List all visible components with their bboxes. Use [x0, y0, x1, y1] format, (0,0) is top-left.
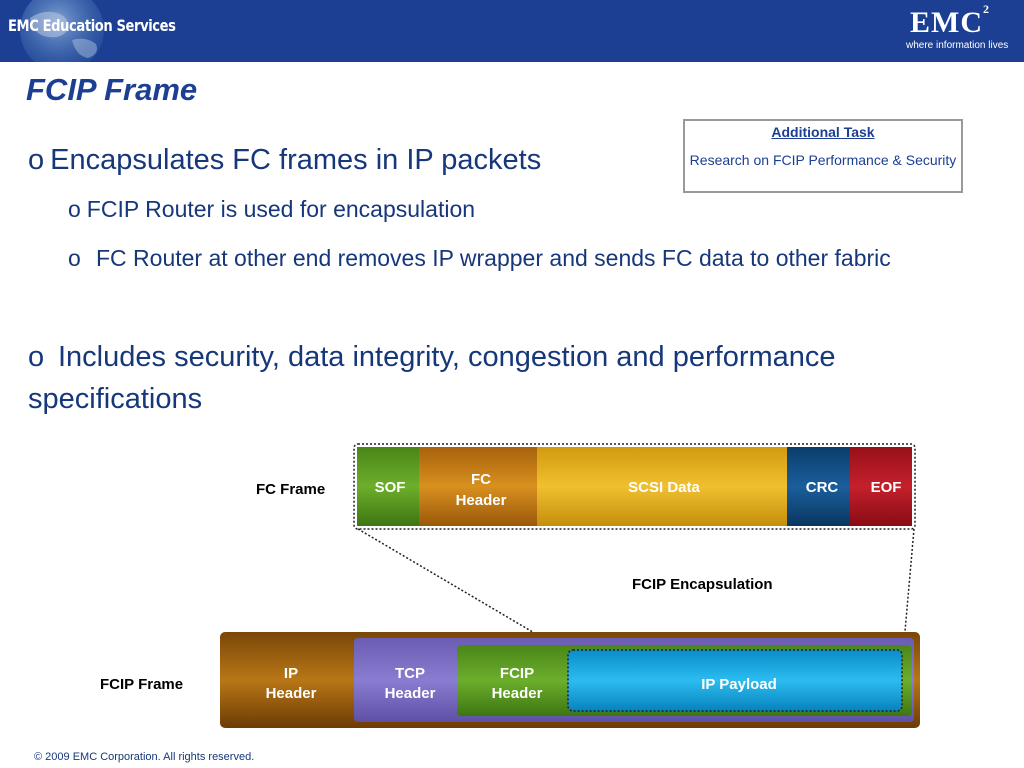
brand-text: EMC Education Services: [8, 16, 176, 35]
emc-tagline: where information lives: [906, 40, 1009, 51]
fcip-frame-label: FCIP Frame: [100, 676, 183, 693]
tcp-header-label-line1: TCP: [395, 665, 425, 682]
slide-title: FCIP Frame: [26, 72, 198, 107]
fc-header-label-line1: FC: [471, 471, 491, 488]
fcip-header-label-line2: Header: [492, 685, 543, 702]
crc-label: CRC: [806, 479, 839, 496]
fc-frame-label: FC Frame: [256, 481, 325, 498]
bullet-text: FC Router at other end removes IP wrappe…: [96, 245, 891, 271]
tcp-header-label-line2: Header: [385, 685, 436, 702]
sof-label: SOF: [375, 479, 406, 496]
logo-superscript: 2: [983, 2, 990, 16]
bullet-marker: o: [28, 144, 45, 176]
bullet-text: Includes security, data integrity, conge…: [28, 341, 836, 415]
emc-logo: EMC2: [910, 2, 990, 40]
additional-task-title[interactable]: Additional Task: [771, 124, 875, 140]
ip-payload-segment: [567, 649, 903, 712]
bullet-marker: o: [68, 196, 81, 222]
crc-segment: [787, 447, 850, 526]
encapsulation-label: FCIP Encapsulation: [632, 576, 773, 593]
scsi-data-segment: [537, 447, 787, 526]
additional-task-body: Research on FCIP Performance & Security: [689, 152, 957, 168]
sof-segment: [357, 447, 419, 526]
eof-segment: [850, 447, 912, 526]
fc-header-segment: [419, 447, 537, 526]
fcip-header-label-line1: FCIP: [500, 665, 534, 682]
header-bar: EMC Education Services EMC2 where inform…: [0, 0, 1024, 62]
logo-text: EMC: [910, 6, 983, 39]
fc-header-label-line2: Header: [456, 492, 507, 509]
footer-copyright: © 2009 EMC Corporation. All rights reser…: [34, 751, 255, 763]
eof-label: EOF: [871, 479, 902, 496]
ip-header-label-line1: IP: [284, 665, 298, 682]
bullet-marker: o: [68, 245, 81, 271]
additional-task-box: Additional Task Research on FCIP Perform…: [683, 119, 963, 193]
ip-payload-label: IP Payload: [701, 676, 777, 693]
bullet-marker: o: [28, 341, 45, 373]
bullet-text: FCIP Router is used for encapsulation: [86, 196, 476, 222]
ip-header-label-line2: Header: [266, 685, 317, 702]
globe-icon: [20, 0, 104, 62]
bullet-text: Encapsulates FC frames in IP packets: [50, 144, 542, 176]
fc-frame-outline: [353, 443, 916, 530]
scsi-data-label: SCSI Data: [628, 479, 700, 496]
bullet-3: o FC Router at other end removes IP wrapp…: [68, 240, 968, 276]
